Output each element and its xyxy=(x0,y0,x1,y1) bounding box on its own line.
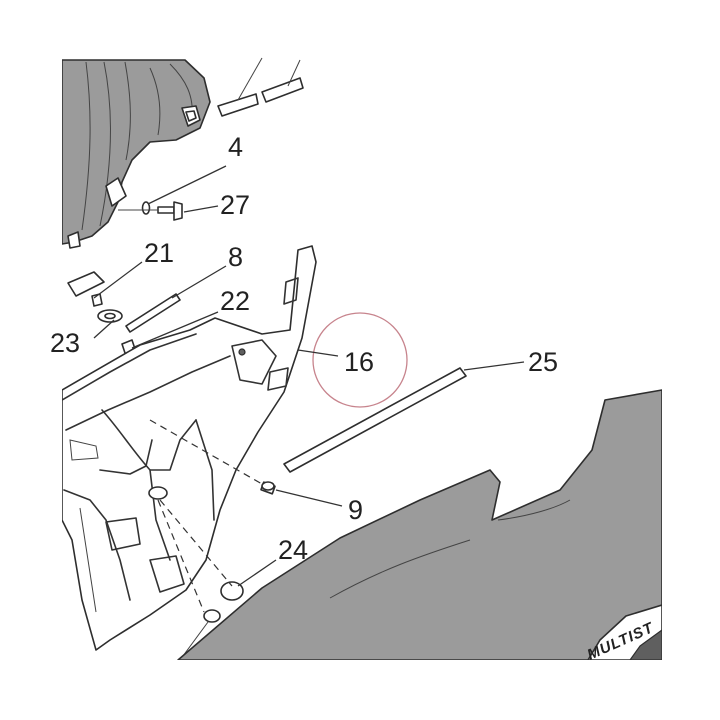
callout-23: 23 xyxy=(50,328,80,358)
rubber-pad-21 xyxy=(67,271,105,307)
callout-22: 22 xyxy=(220,286,250,316)
washer-4 xyxy=(141,201,151,215)
drawing-area: MULTIST xyxy=(62,57,662,660)
washer-23 xyxy=(97,309,137,357)
callout-4: 4 xyxy=(228,132,243,162)
screw-9 xyxy=(149,419,276,495)
callout-25: 25 xyxy=(528,347,558,377)
highlight-circle xyxy=(312,312,408,408)
leader-lines xyxy=(93,165,525,587)
callout-8: 8 xyxy=(228,242,243,272)
callout-numbers: 4 27 21 8 22 23 16 25 9 24 xyxy=(50,132,558,565)
inner-bracket-16 xyxy=(62,245,317,651)
grommet-24 xyxy=(148,486,244,660)
callout-21: 21 xyxy=(144,238,174,268)
callout-16: 16 xyxy=(344,347,374,377)
callout-27: 27 xyxy=(220,190,250,220)
upper-fairing-body xyxy=(62,59,211,249)
label-plates xyxy=(217,57,304,117)
seal-strip-8 xyxy=(125,293,181,333)
seal-strip-25 xyxy=(283,367,467,473)
callout-24: 24 xyxy=(278,535,308,565)
callout-9: 9 xyxy=(348,495,363,525)
side-panel: MULTIST xyxy=(177,389,662,660)
screw-27 xyxy=(118,201,183,221)
